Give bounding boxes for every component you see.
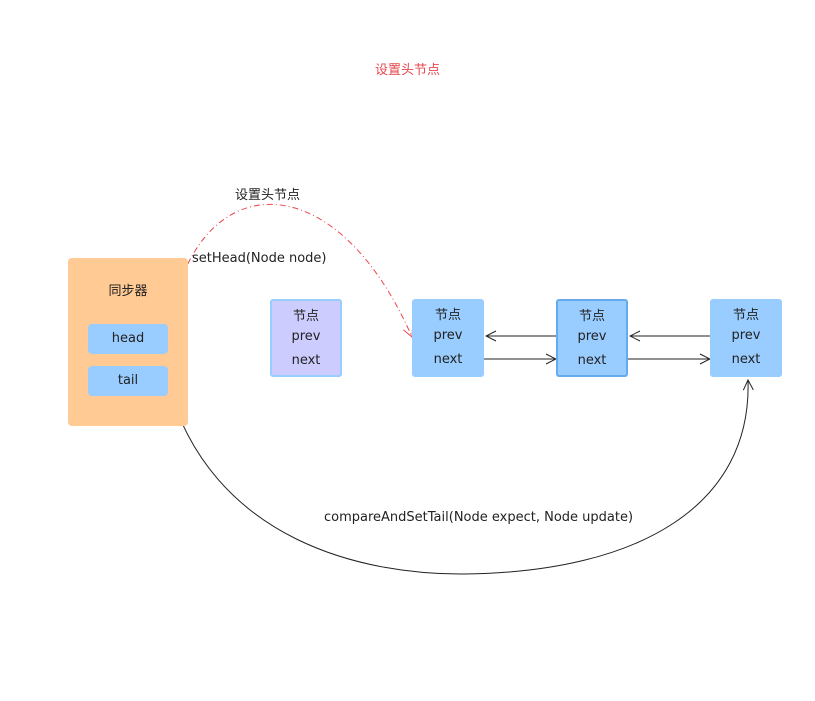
old-head-node: 节点 prev next: [270, 299, 342, 377]
tail-field: tail: [88, 366, 168, 396]
node-title: 节点: [578, 309, 605, 324]
node-prev: prev: [731, 328, 761, 343]
node-next: next: [731, 352, 761, 367]
node-next: next: [433, 352, 463, 367]
node-prev: prev: [577, 329, 607, 344]
node-next: next: [291, 353, 321, 368]
set-head-arrow: [167, 203, 412, 340]
synchronizer-title: 同步器: [108, 284, 148, 299]
node-title: 节点: [732, 308, 759, 323]
set-head-method-label: setHead(Node node): [192, 251, 327, 266]
tail-node: 节点 prev next: [710, 299, 782, 377]
synchronizer-box: 同步器 head tail: [68, 258, 188, 426]
node-next: next: [577, 353, 607, 368]
compare-and-set-tail-arrow: [165, 377, 748, 575]
middle-node: 节点 prev next: [556, 299, 628, 377]
diagram-title: 设置头节点: [374, 63, 440, 78]
node-title: 节点: [434, 308, 461, 323]
node-title: 节点: [292, 309, 319, 324]
head-field: head: [88, 324, 168, 354]
node-prev: prev: [291, 329, 321, 344]
new-head-node: 节点 prev next: [412, 299, 484, 377]
node-prev: prev: [433, 328, 463, 343]
compare-and-set-tail-label: compareAndSetTail(Node expect, Node upda…: [324, 510, 634, 525]
set-head-caption: 设置头节点: [235, 188, 301, 203]
